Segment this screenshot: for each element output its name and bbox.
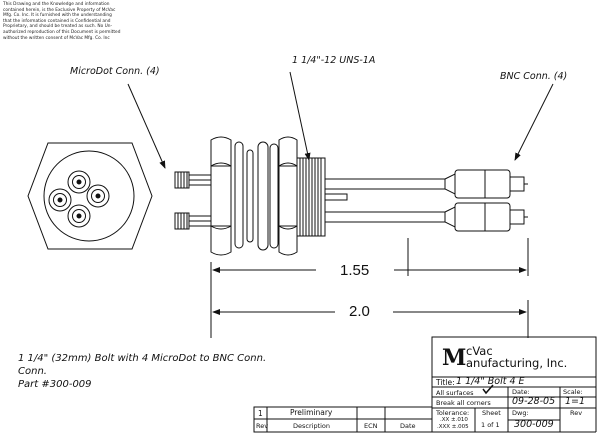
rev-label: Rev (570, 409, 583, 417)
bnc-connectors (454, 169, 528, 232)
notice-line: Proprietary, and should be treated as su… (3, 24, 112, 30)
notice-line: This Drawing and the Knowledge and infor… (3, 2, 110, 7)
date-header: Date (400, 422, 416, 430)
dwg-label: Dwg: (512, 409, 529, 417)
hex-nut-end-view (27, 142, 153, 250)
hex-nut-right (278, 136, 298, 256)
notice-line: Mfg. Co. Inc. It is furnished with the u… (3, 13, 112, 19)
check-mark-icon (482, 384, 494, 395)
scale-label: Scale: (563, 388, 583, 396)
microdot-connector-left (48, 188, 72, 212)
hex-nut-left (210, 136, 232, 256)
bnc-callout: BNC Conn. (4) (500, 71, 568, 82)
title-label: Title: (436, 378, 455, 387)
company-name-line-2: anufacturing, Inc. (466, 356, 568, 370)
dwg-value: 300-009 (514, 419, 554, 430)
revision-table (253, 406, 433, 433)
scale-value: 1=1 (565, 396, 586, 407)
tolerance-xx: .XX ±.010 (440, 417, 468, 423)
date-label: Date: (512, 388, 530, 396)
washers (234, 141, 279, 251)
tolerance-xxx: .XXX ±.005 (437, 424, 469, 430)
revision-description: Preliminary (290, 408, 333, 417)
company-logo: M cVac anufacturing, Inc. (438, 343, 588, 373)
microdot-leader (127, 83, 166, 169)
dimension-upper-label: 1.55 (340, 262, 370, 279)
notice-line: that the information contained is Confid… (3, 18, 111, 24)
thread-leader (289, 71, 311, 161)
title-block (431, 336, 597, 433)
surfaces-note: All surfaces (436, 389, 474, 397)
part-description: 1 1/4" (32mm) Bolt with 4 MicroDot to BN… (18, 352, 266, 391)
microdot-connector-right (86, 184, 110, 208)
notice-line: without the written consent of McVac Mfg… (3, 35, 110, 41)
dimension-lower-label: 2.0 (349, 303, 370, 320)
description-line-2: Conn. (18, 366, 47, 377)
notice-line: contained herein, is the Exclusive Prope… (3, 7, 116, 13)
bnc-leader (514, 83, 554, 161)
connector-leads (324, 173, 456, 228)
ecn-header: ECN (364, 422, 378, 430)
company-name-line-1: cVac (466, 344, 493, 358)
part-number: Part #300-009 (18, 379, 92, 390)
tolerance-label: Tolerance: (436, 409, 470, 417)
logo-mark: M (442, 345, 467, 371)
bolt-face-circle (43, 150, 135, 242)
sheet-label: Sheet (482, 409, 501, 417)
rev-header: Rev (256, 422, 269, 430)
title-value: 1 1/4" Bolt 4 E (456, 376, 525, 387)
proprietary-notice: This Drawing and the Knowledge and infor… (3, 2, 135, 41)
microdot-pins (174, 171, 212, 230)
revision-number: 1 (258, 409, 263, 418)
description-header: Description (293, 422, 331, 430)
microdot-connector-bottom (67, 204, 91, 228)
notice-line: authorized reproduction of this Document… (3, 29, 121, 35)
break-corners-note: Break all corners (436, 399, 491, 407)
side-view (174, 136, 528, 256)
thread-callout: 1 1/4"-12 UNS-1A (292, 55, 376, 66)
dimension-lines (210, 238, 529, 338)
microdot-callout: MicroDot Conn. (4) (70, 66, 160, 77)
sheet-value: 1 of 1 (481, 421, 500, 429)
date-value: 09-28-05 (512, 396, 556, 407)
microdot-connector-top (67, 170, 91, 194)
threaded-body (296, 157, 326, 237)
end-view (27, 142, 153, 250)
description-line-1: 1 1/4" (32mm) Bolt with 4 MicroDot to BN… (18, 353, 267, 364)
